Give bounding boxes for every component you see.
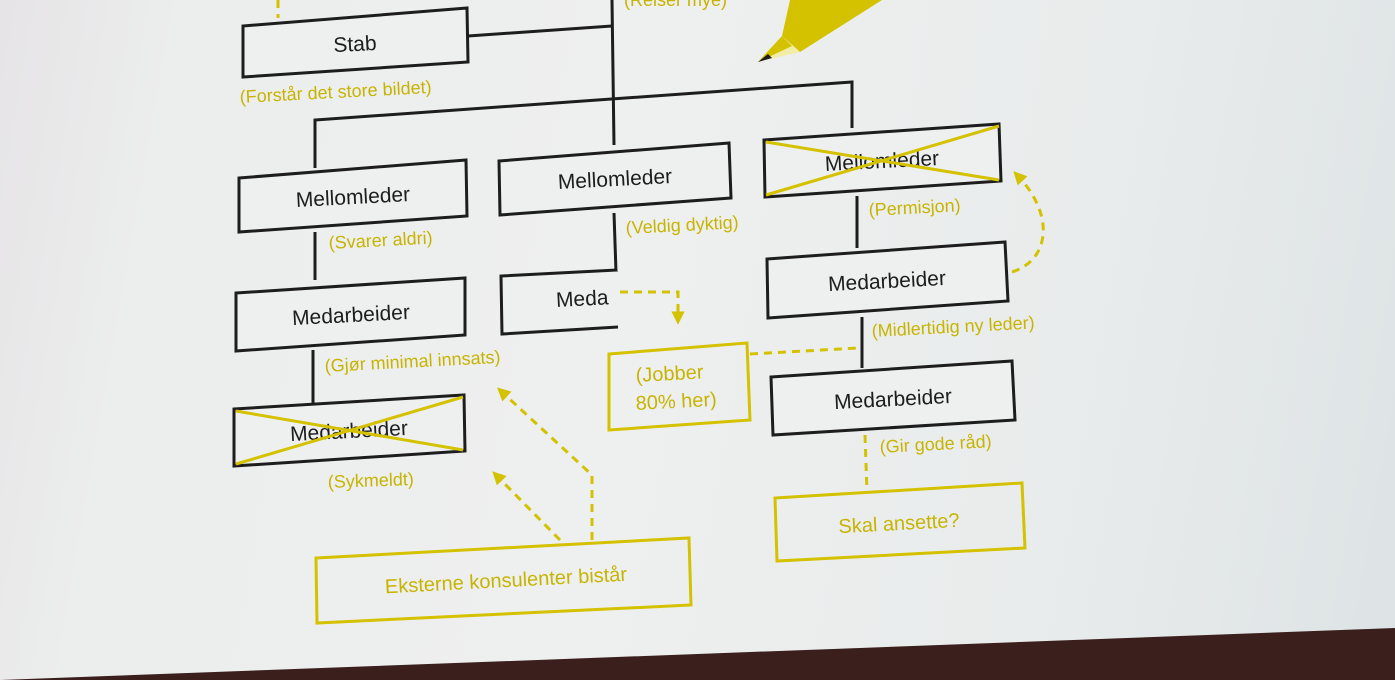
consultants-box: Eksterne konsulenter bistår: [314, 536, 693, 625]
right-employee-1-note: (Midlertidig ny leder): [871, 312, 1035, 341]
right-manager-note: (Permisjon): [868, 195, 961, 220]
middle-manager-note: (Veldig dyktig): [625, 212, 739, 238]
left-employee-1-box: Medarbeider: [234, 276, 467, 353]
cross-out-mark: [765, 140, 1000, 182]
consultants-label: Eksterne konsulenter bistår: [384, 564, 628, 599]
right-employee-2-box: Medarbeider: [769, 359, 1017, 437]
left-manager-box: Mellomleder: [237, 158, 469, 234]
arrow-callout-to-right: [749, 346, 859, 356]
org-connectors: [311, 0, 864, 405]
stab-label: Stab: [333, 32, 377, 57]
arrow-consultants-to-effort: [497, 387, 594, 540]
line-advice-to-hire: [863, 434, 869, 493]
left-employee-1-note: (Gjør minimal innsats): [324, 347, 501, 376]
right-employee-2-note: (Gir gode råd): [879, 431, 992, 457]
middle-callout-line2: 80% her): [635, 389, 717, 415]
arrow-employee-to-manager: [1011, 171, 1045, 274]
right-manager-box: Mellomleder: [762, 122, 1003, 199]
middle-callout-box: (Jobber 80% her): [607, 341, 752, 432]
right-callout-box: Skal ansette?: [773, 481, 1027, 563]
middle-manager-box: Mellomleder: [497, 141, 733, 217]
stab-note: (Forstår det store bildet): [239, 77, 432, 107]
cross-out-mark: [235, 409, 464, 452]
right-employee-1-box: Medarbeider: [765, 240, 1010, 320]
stab-box: Stab: [241, 6, 470, 79]
pencil-icon: [758, 0, 882, 62]
arrow-consultants-to-sick: [492, 471, 562, 542]
middle-employee-label: Meda: [555, 286, 609, 312]
left-employee-2-box: Medarbeider: [232, 393, 467, 468]
top-note: (Reiser mye): [624, 0, 727, 10]
left-employee-2-note: (Sykmeldt): [327, 469, 414, 492]
dashed-arrows: [492, 171, 1045, 542]
arrow-meda-to-callout: [620, 290, 685, 325]
left-manager-note: (Svarer aldri): [328, 228, 433, 253]
middle-callout-line1: (Jobber: [635, 361, 704, 387]
right-callout-label: Skal ansette?: [838, 510, 960, 538]
middle-employee-box: Meda: [499, 268, 619, 336]
